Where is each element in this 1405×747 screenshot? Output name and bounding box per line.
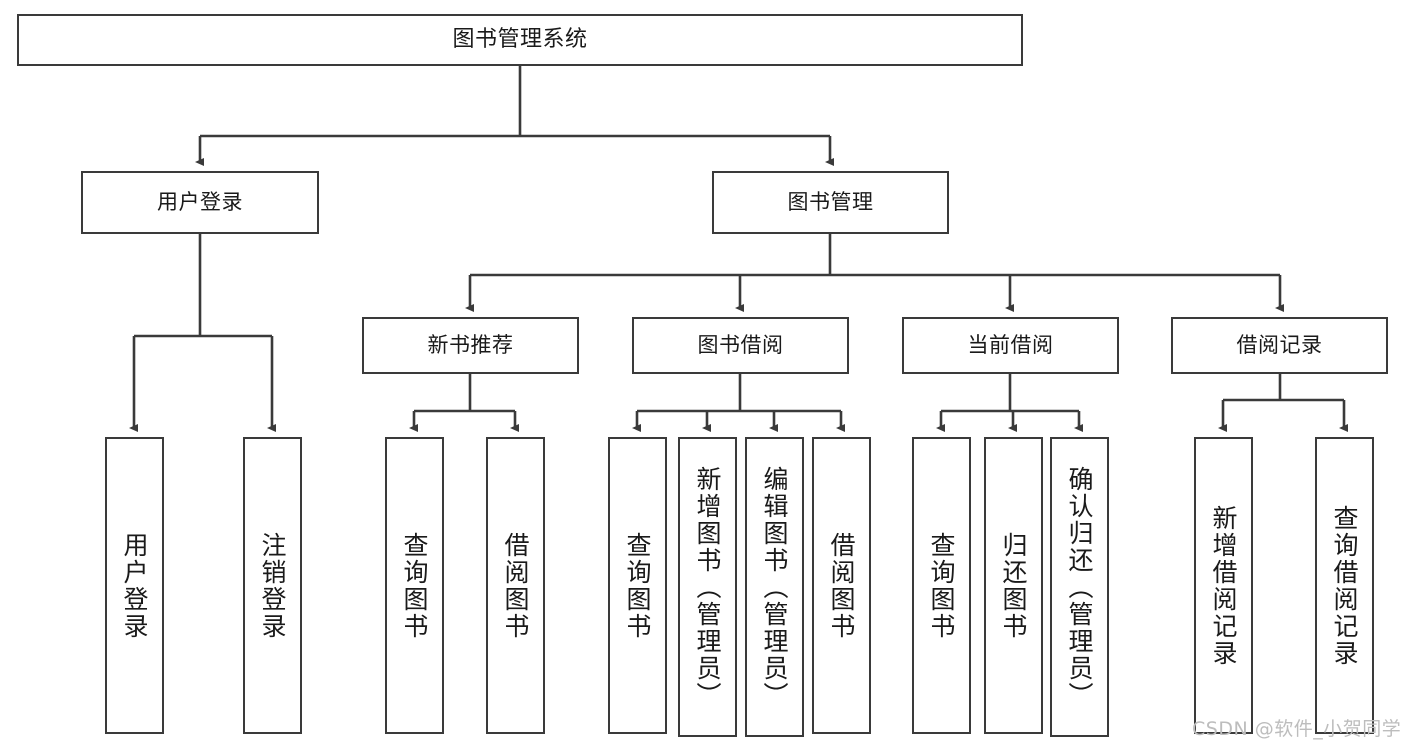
leaf-add-book-label: 新增图书（管理员） <box>693 465 722 709</box>
node-current-borrow-label: 当前借阅 <box>967 333 1054 358</box>
leaf-query-borrow-record[interactable]: 查询借阅记录 <box>1315 437 1374 734</box>
csdn-watermark: CSDN @软件_小贺同学 <box>1192 718 1402 740</box>
leaf-query-book-1-label: 查询图书 <box>400 531 429 640</box>
leaf-query-book-2-label: 查询图书 <box>623 531 652 640</box>
node-user-login[interactable]: 用户登录 <box>81 171 319 234</box>
leaf-return-book-label: 归还图书 <box>999 531 1028 640</box>
node-book-borrow[interactable]: 图书借阅 <box>632 317 849 374</box>
node-root-label: 图书管理系统 <box>452 27 588 53</box>
leaf-confirm-return-label: 确认归还（管理员） <box>1065 465 1094 709</box>
node-borrow-record-label: 借阅记录 <box>1236 333 1323 358</box>
node-user-login-label: 用户登录 <box>157 190 243 215</box>
leaf-query-book-2[interactable]: 查询图书 <box>608 437 667 734</box>
node-book-manage[interactable]: 图书管理 <box>712 171 949 234</box>
node-book-manage-label: 图书管理 <box>787 190 874 215</box>
leaf-logout[interactable]: 注销登录 <box>243 437 302 734</box>
leaf-add-borrow-record-label: 新增借阅记录 <box>1209 504 1238 667</box>
leaf-edit-book[interactable]: 编辑图书（管理员） <box>745 437 804 737</box>
leaf-add-borrow-record[interactable]: 新增借阅记录 <box>1194 437 1253 734</box>
leaf-user-login[interactable]: 用户登录 <box>105 437 164 734</box>
leaf-query-book-1[interactable]: 查询图书 <box>385 437 444 734</box>
node-new-book-recommend[interactable]: 新书推荐 <box>362 317 579 374</box>
leaf-query-book-3-label: 查询图书 <box>927 531 956 640</box>
leaf-confirm-return[interactable]: 确认归还（管理员） <box>1050 437 1109 737</box>
leaf-user-login-label: 用户登录 <box>120 531 149 640</box>
leaf-return-book[interactable]: 归还图书 <box>984 437 1043 734</box>
leaf-borrow-book-2[interactable]: 借阅图书 <box>812 437 871 734</box>
leaf-query-book-3[interactable]: 查询图书 <box>912 437 971 734</box>
node-borrow-record[interactable]: 借阅记录 <box>1171 317 1388 374</box>
leaf-borrow-book-1[interactable]: 借阅图书 <box>486 437 545 734</box>
leaf-borrow-book-2-label: 借阅图书 <box>827 531 856 640</box>
node-new-book-recommend-label: 新书推荐 <box>427 333 514 358</box>
leaf-add-book[interactable]: 新增图书（管理员） <box>678 437 737 737</box>
node-book-borrow-label: 图书借阅 <box>697 333 784 358</box>
node-current-borrow[interactable]: 当前借阅 <box>902 317 1119 374</box>
leaf-logout-label: 注销登录 <box>258 531 287 640</box>
leaf-edit-book-label: 编辑图书（管理员） <box>760 465 789 709</box>
leaf-query-borrow-record-label: 查询借阅记录 <box>1330 504 1359 667</box>
node-root[interactable]: 图书管理系统 <box>17 14 1023 66</box>
leaf-borrow-book-1-label: 借阅图书 <box>501 531 530 640</box>
